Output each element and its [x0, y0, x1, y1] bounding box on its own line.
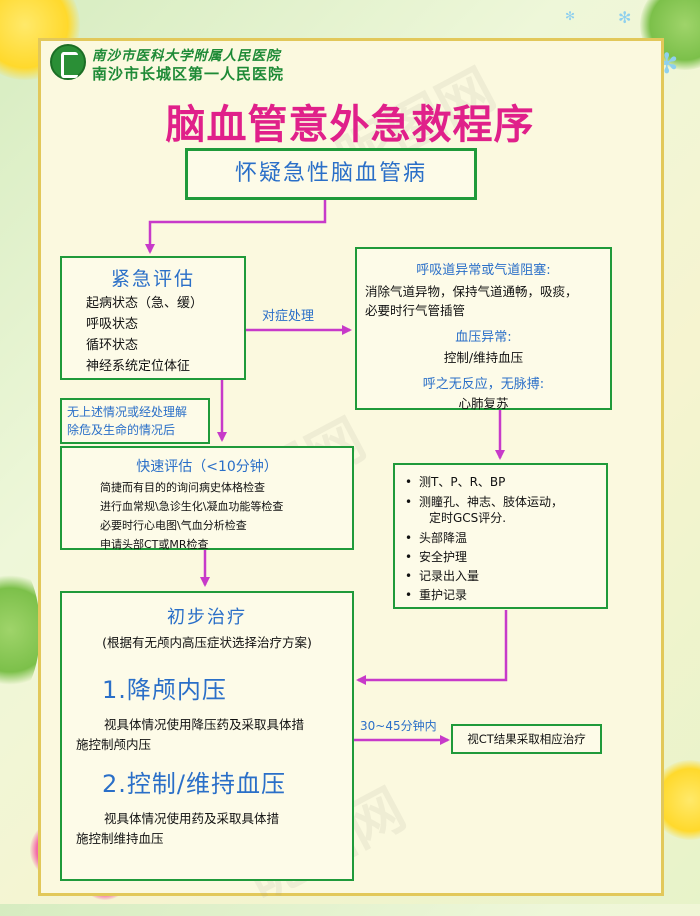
step1-text: 视具体情况使用降压药及采取具体措 [104, 719, 352, 732]
step1-text: 施控制颅内压 [76, 739, 352, 752]
no-danger-note-box: 无上述情况或经处理解 除危及生命的情况后 [60, 398, 210, 444]
suspect-label: 怀疑急性脑血管病 [188, 151, 474, 197]
arrow-suspect-to-eval [150, 200, 325, 252]
quick-eval-item: 简捷而有目的的询问病史体格检查 [100, 482, 352, 501]
treatment-title: 初步治疗 [62, 603, 352, 629]
step2-title: 2.控制/维持血压 [102, 764, 352, 799]
airway-title: 呼吸道异常或气道阻塞: [357, 259, 610, 278]
ct-result-box: 视CT结果采取相应治疗 [451, 724, 602, 754]
arrest-action: 心肺复苏 [357, 398, 610, 411]
eval-item: 呼吸状态 [86, 318, 244, 339]
eval-item: 神经系统定位体征 [86, 360, 244, 381]
monitor-item: 记录出入量 [405, 570, 606, 589]
initial-treatment-box: 初步治疗 (根据有无颅内高压症状选择治疗方案) 1.降颅内压 视具体情况使用降压… [60, 591, 354, 881]
step2-text: 施控制维持血压 [76, 833, 352, 846]
symptomatic-label: 对症处理 [262, 305, 314, 324]
eval-item: 起病状态（急、缓） [86, 297, 244, 318]
ct-result-label: 视CT结果采取相应治疗 [453, 734, 600, 746]
quick-eval-item: 进行血常规\急诊生化\凝血功能等检查 [100, 501, 352, 520]
emergency-eval-box: 紧急评估 起病状态（急、缓） 呼吸状态 循环状态 神经系统定位体征 [60, 256, 246, 380]
bp-title: 血压异常: [357, 326, 610, 345]
airway-line: 必要时行气管插管 [365, 305, 610, 318]
step2-text: 视具体情况使用药及采取具体措 [104, 813, 352, 826]
quick-eval-item: 必要时行心电图\气血分析检查 [100, 520, 352, 539]
step1-title: 1.降颅内压 [102, 670, 352, 705]
note-line: 无上述情况或经处理解 [67, 406, 208, 418]
monitor-item: 测T、P、R、BP [405, 476, 606, 496]
bp-action: 控制/维持血压 [357, 352, 610, 365]
eval-item: 循环状态 [86, 339, 244, 360]
arrow-monitor-to-treatment [358, 610, 506, 680]
suspect-box: 怀疑急性脑血管病 [185, 148, 477, 200]
arrest-title: 呼之无反应，无脉搏: [357, 373, 610, 392]
quick-eval-item: 申请头部CT或MR检查 [100, 539, 352, 558]
monitor-item: 测瞳孔、神志、肢体运动， [405, 496, 606, 512]
time-label: 30~45分钟内 [360, 717, 437, 734]
gcs-line: 定时GCS评分. [429, 512, 606, 532]
airway-line: 消除气道异物，保持气道通畅，吸痰， [365, 286, 610, 299]
monitoring-box: 测T、P、R、BP 测瞳孔、神志、肢体运动， 定时GCS评分. 头部降温 安全护… [393, 463, 608, 609]
monitor-item: 安全护理 [405, 551, 606, 570]
abnormal-handling-box: 呼吸道异常或气道阻塞: 消除气道异物，保持气道通畅，吸痰， 必要时行气管插管 血… [355, 247, 612, 410]
quick-eval-box: 快速评估（<10分钟） 简捷而有目的的询问病史体格检查 进行血常规\急诊生化\凝… [60, 446, 354, 550]
note-line: 除危及生命的情况后 [67, 424, 208, 436]
monitor-item: 头部降温 [405, 532, 606, 551]
emergency-eval-title: 紧急评估 [62, 264, 244, 291]
quick-eval-title: 快速评估（<10分钟） [62, 456, 352, 476]
treatment-subtitle: (根据有无颅内高压症状选择治疗方案) [62, 637, 352, 650]
monitor-item: 重护记录 [405, 589, 606, 608]
